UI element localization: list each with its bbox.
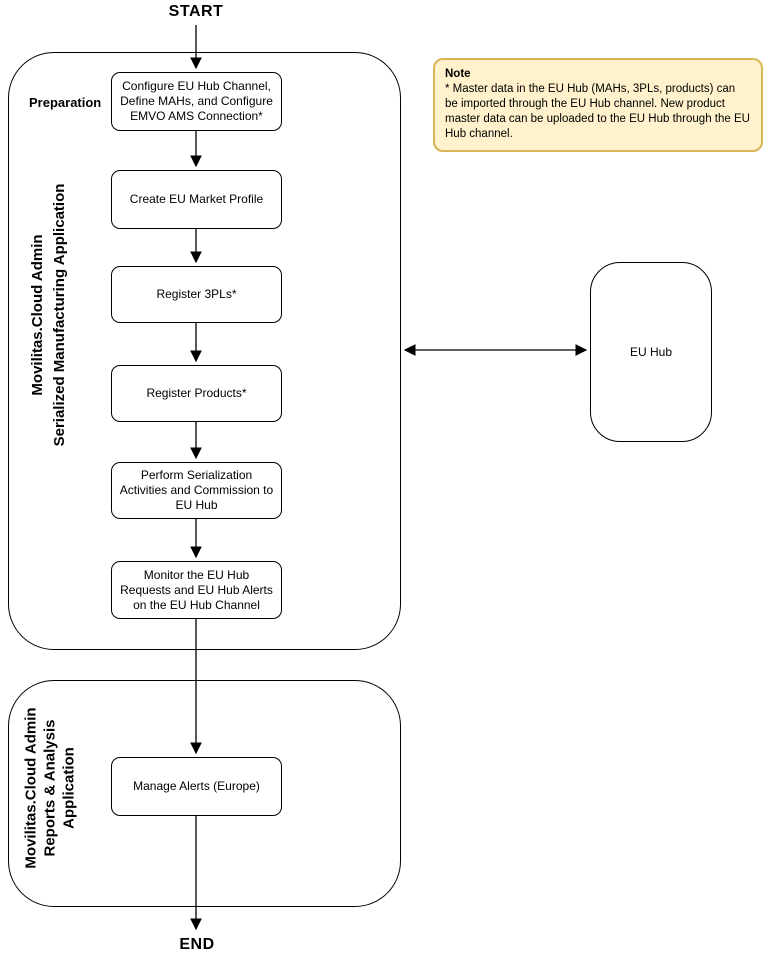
manufacturing-title-line1: Movilitas.Cloud Admin <box>29 234 46 396</box>
step-create-eu-market-profile: Create EU Market Profile <box>111 170 282 229</box>
reports-title-line3: Application <box>60 747 78 829</box>
note-callout: Note * Master data in the EU Hub (MAHs, … <box>433 58 763 152</box>
reports-title-line1: Movilitas.Cloud Admin <box>22 707 40 869</box>
note-body: * Master data in the EU Hub (MAHs, 3PLs,… <box>445 83 750 140</box>
step-register-products: Register Products* <box>111 365 282 422</box>
manufacturing-application-container <box>8 52 401 650</box>
manufacturing-title-line2: Serialized Manufacturing Application <box>51 183 68 447</box>
note-title: Note <box>445 68 471 80</box>
reports-application-title: Movilitas.Cloud Admin Reports & Analysis… <box>22 707 79 868</box>
step-register-3pls: Register 3PLs* <box>111 266 282 323</box>
step-manage-alerts-europe: Manage Alerts (Europe) <box>111 757 282 816</box>
reports-title-line2: Reports & Analysis <box>41 719 59 857</box>
start-label: START <box>168 3 224 20</box>
eu-hub-label: EU Hub <box>629 345 673 359</box>
reports-application-container <box>8 680 401 907</box>
preparation-label: Preparation <box>29 95 102 110</box>
step-configure-eu-hub-channel: Configure EU Hub Channel, Define MAHs, a… <box>111 72 282 131</box>
eu-hub-node: EU Hub <box>590 262 712 442</box>
step-monitor-eu-hub-requests: Monitor the EU Hub Requests and EU Hub A… <box>111 561 282 619</box>
step-perform-serialization: Perform Serialization Activities and Com… <box>111 462 282 519</box>
manufacturing-application-title: Movilitas.Cloud Admin Serialized Manufac… <box>27 184 71 447</box>
end-label: END <box>179 936 215 953</box>
